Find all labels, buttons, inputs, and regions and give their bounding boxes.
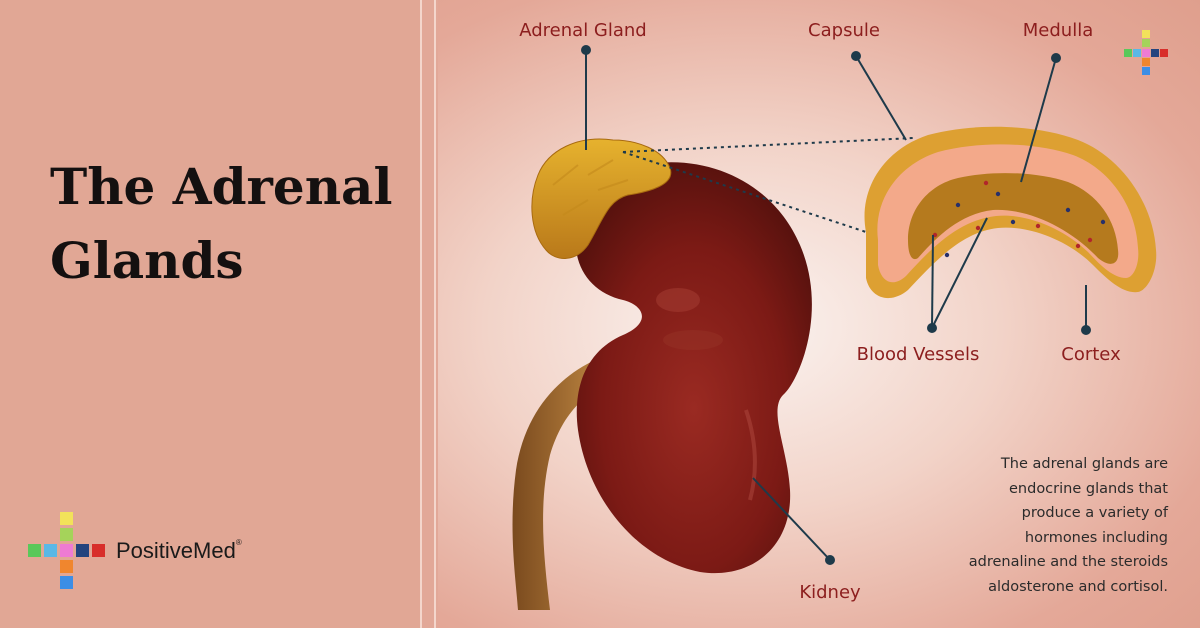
- description-line: aldosterone and cortisol.: [988, 578, 1168, 595]
- diagram-panel: Adrenal Gland Capsule Medulla Blood Vess…: [438, 0, 1200, 628]
- label-adrenal-gland: Adrenal Gland: [519, 20, 646, 41]
- medulla-layer: [908, 173, 1119, 264]
- page-title: The Adrenal Glands: [50, 150, 392, 298]
- divider-line-right: [434, 0, 436, 628]
- adrenal-diagram: Adrenal Gland Capsule Medulla Blood Vess…: [512, 20, 1157, 610]
- description-line: produce a variety of: [1021, 505, 1168, 521]
- brand-name: PositiveMed®: [116, 538, 242, 563]
- brand-logo: PositiveMed®: [28, 512, 268, 596]
- left-panel: The Adrenal Glands PositiveMed®: [0, 0, 420, 628]
- registered-mark: ®: [235, 538, 242, 547]
- adrenal-gland: [531, 138, 672, 259]
- description-line: endocrine glands that: [1009, 480, 1168, 497]
- cortex-layer: [877, 144, 1139, 283]
- label-cortex: Cortex: [1061, 344, 1121, 365]
- label-blood-vessels: Blood Vessels: [857, 344, 980, 365]
- divider-line-left: [420, 0, 422, 628]
- label-capsule: Capsule: [808, 20, 880, 41]
- cross-section: [864, 126, 1157, 299]
- description-line: adrenaline and the steroids: [968, 554, 1168, 570]
- title-line-1: The Adrenal: [50, 157, 393, 216]
- blood-vessel-dots: [932, 180, 1106, 258]
- title-line-2: Glands: [50, 231, 244, 290]
- label-medulla: Medulla: [1023, 20, 1093, 41]
- label-kidney: Kidney: [799, 582, 861, 603]
- kidney: [575, 162, 812, 574]
- description-text: The adrenal glands are endocrine glands …: [908, 452, 1168, 599]
- description-line: The adrenal glands are: [1000, 456, 1168, 472]
- positivemed-corner-icon: [1124, 18, 1184, 78]
- description-line: hormones including: [1024, 529, 1168, 546]
- ureter: [512, 345, 658, 610]
